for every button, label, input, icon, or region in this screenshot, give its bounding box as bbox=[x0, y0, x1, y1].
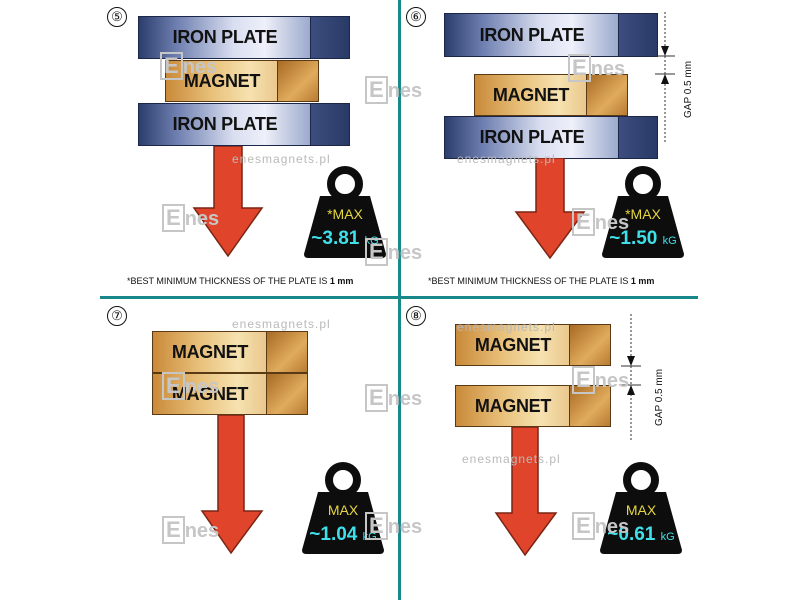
weight-icon: MAX ~0.61 kG bbox=[598, 458, 684, 554]
magnet-label: MAGNET bbox=[474, 395, 552, 416]
panel-number-8: ⑧ bbox=[406, 306, 426, 326]
weight-number: ~0.61 bbox=[607, 524, 656, 545]
footnote: *BEST MINIMUM THICKNESS OF THE PLATE IS … bbox=[127, 276, 353, 286]
iron-plate-label: IRON PLATE bbox=[172, 114, 278, 134]
weight-unit: kG bbox=[662, 235, 677, 247]
footnote-value: 1 mm bbox=[630, 276, 655, 286]
weight-icon: *MAX ~1.50 kG bbox=[600, 162, 686, 258]
magnet-block: MAGNET bbox=[455, 324, 611, 366]
plate-end-face bbox=[310, 17, 349, 58]
downward-force-arrow bbox=[192, 146, 264, 258]
panel-number-6: ⑥ bbox=[406, 7, 426, 27]
plate-end-face bbox=[310, 104, 349, 145]
site-watermark: enesmagnets.pl bbox=[462, 452, 561, 466]
magnet-end-face bbox=[277, 61, 318, 101]
max-label: *MAX bbox=[327, 206, 363, 222]
iron-plate-bottom: IRON PLATE bbox=[444, 116, 658, 159]
site-watermark: enesmagnets.pl bbox=[457, 152, 556, 166]
iron-plate-top: IRON PLATE bbox=[444, 13, 658, 57]
site-watermark: enesmagnets.pl bbox=[457, 320, 556, 334]
magnet-label: MAGNET bbox=[171, 383, 249, 404]
max-label: MAX bbox=[327, 502, 359, 518]
gap-dimension-marker bbox=[621, 314, 641, 440]
weight-number: ~1.04 bbox=[309, 524, 358, 545]
magnet-block: MAGNET bbox=[152, 331, 308, 373]
footnote-text: *BEST MINIMUM THICKNESS OF THE PLATE IS bbox=[127, 276, 330, 286]
magnet-block: MAGNET bbox=[165, 60, 319, 102]
iron-plate-label: IRON PLATE bbox=[172, 27, 278, 47]
vertical-divider bbox=[398, 0, 401, 600]
weight-value: ~0.61 kG bbox=[598, 524, 684, 546]
weight-icon: MAX ~1.04 kG bbox=[300, 458, 386, 554]
footnote-text: *BEST MINIMUM THICKNESS OF THE PLATE IS bbox=[428, 276, 631, 286]
horizontal-divider bbox=[100, 296, 698, 299]
weight-number: ~3.81 bbox=[311, 228, 360, 249]
weight-number: ~1.50 bbox=[609, 228, 658, 249]
magnet-end-face bbox=[569, 325, 610, 365]
weight-unit: kG bbox=[660, 531, 675, 543]
magnet-block: MAGNET bbox=[152, 373, 308, 415]
plate-end-face bbox=[618, 14, 657, 56]
iron-plate-label: IRON PLATE bbox=[479, 24, 585, 45]
iron-plate-bottom: IRON PLATE bbox=[138, 103, 350, 146]
weight-value: ~1.04 kG bbox=[300, 524, 386, 546]
iron-plate-label: IRON PLATE bbox=[479, 127, 585, 147]
magnet-end-face bbox=[266, 332, 307, 372]
max-label: MAX bbox=[625, 502, 657, 518]
downward-force-arrow bbox=[200, 415, 264, 555]
panel-number-5: ⑤ bbox=[107, 7, 127, 27]
max-label: *MAX bbox=[625, 206, 661, 222]
magnet-label: MAGNET bbox=[492, 84, 570, 105]
magnet-end-face bbox=[586, 75, 627, 115]
downward-force-arrow bbox=[494, 427, 558, 557]
magnet-label: MAGNET bbox=[171, 341, 249, 362]
downward-force-arrow bbox=[514, 158, 586, 260]
plate-end-face bbox=[618, 117, 657, 158]
gap-label: GAP 0.5 mm bbox=[654, 368, 665, 426]
footnote: *BEST MINIMUM THICKNESS OF THE PLATE IS … bbox=[428, 276, 654, 286]
magnet-block: MAGNET bbox=[474, 74, 628, 116]
site-watermark: enesmagnets.pl bbox=[232, 317, 331, 331]
site-watermark: enesmagnets.pl bbox=[232, 152, 331, 166]
iron-plate-top: IRON PLATE bbox=[138, 16, 350, 59]
weight-value: ~1.50 kG bbox=[600, 228, 686, 250]
magnet-end-face bbox=[266, 374, 307, 414]
gap-label: GAP 0.5 mm bbox=[683, 60, 694, 118]
footnote-value: 1 mm bbox=[329, 276, 354, 286]
gap-dimension-marker bbox=[655, 12, 675, 142]
magnet-label: MAGNET bbox=[183, 70, 261, 91]
magnet-label: MAGNET bbox=[474, 334, 552, 355]
panel-number-7: ⑦ bbox=[107, 306, 127, 326]
